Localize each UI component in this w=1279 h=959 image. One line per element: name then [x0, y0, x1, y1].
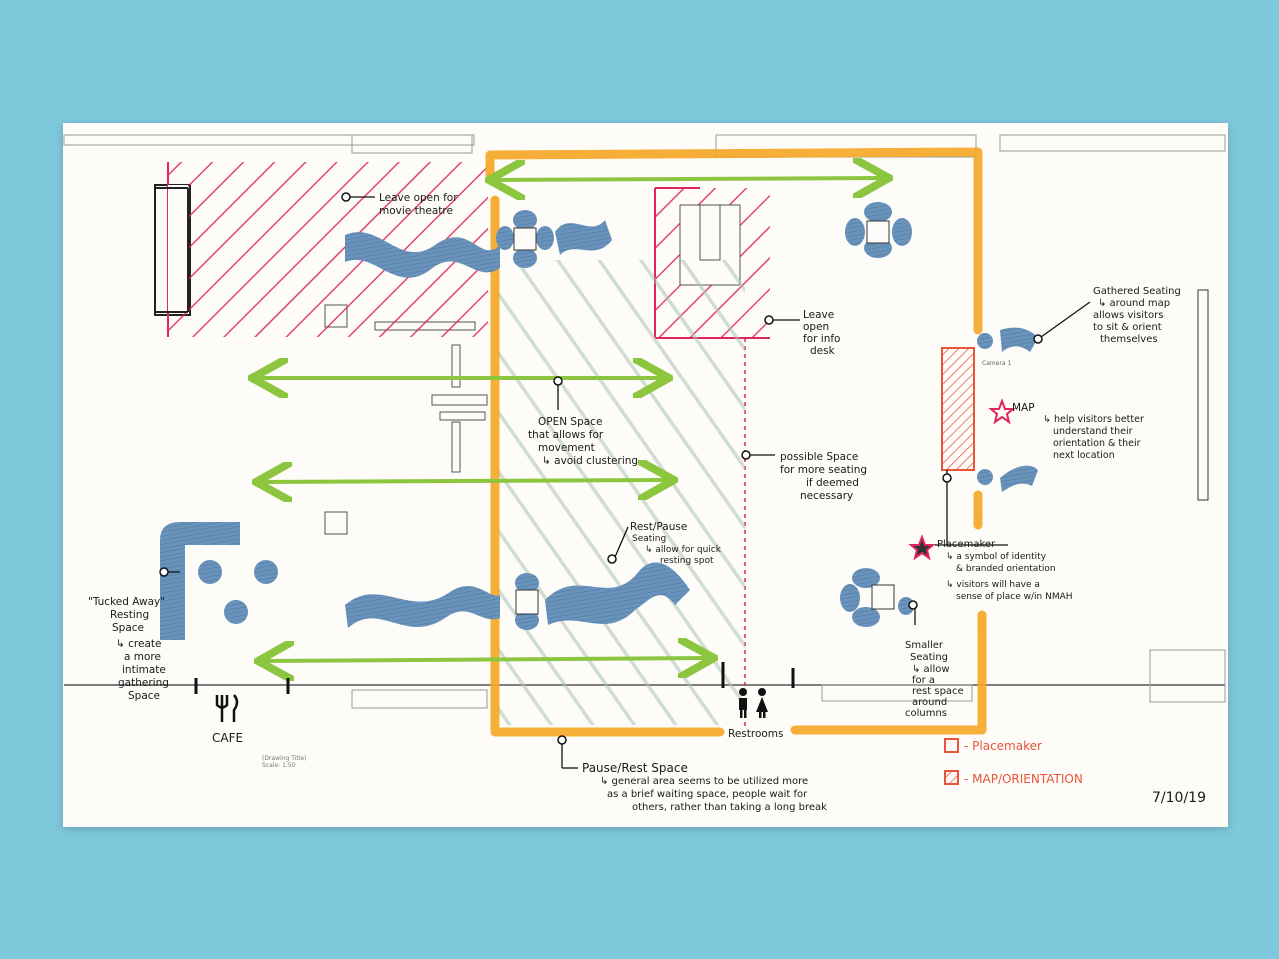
label-pause-rest-desc: ↳ general area seems to be utilized more…	[600, 776, 827, 813]
label-cafe: CAFE	[212, 731, 243, 745]
legend-placemaker-label: - Placemaker	[964, 739, 1042, 753]
label-restrooms: Restrooms	[728, 728, 784, 740]
annotation-dots	[159, 192, 1043, 745]
posts	[194, 662, 795, 694]
label-placemaker-desc: ↳ a symbol of identity& branded orientat…	[946, 552, 1073, 602]
annotation-leaders	[160, 196, 1091, 769]
label-placemaker: Placemaker	[937, 539, 996, 550]
placemaker-star-icon	[908, 534, 936, 561]
map-star-icon	[988, 398, 1016, 425]
open-space-zone	[497, 260, 745, 725]
legend-map-swatch	[944, 770, 959, 785]
seating-elements	[160, 202, 1038, 640]
legend-placemaker-swatch	[944, 738, 959, 753]
map-panel	[941, 347, 975, 471]
label-map: MAP	[1012, 402, 1035, 414]
label-pause-rest: Pause/Rest Space	[582, 761, 688, 775]
restroom-icon	[739, 688, 768, 718]
cafe-icon	[215, 694, 239, 722]
legend-map-label: - MAP/ORIENTATION	[964, 772, 1083, 786]
circulation-arrows	[256, 178, 885, 661]
label-drawing-title: (Drawing Title)Scale: 1:50	[262, 755, 306, 769]
label-camera: Camera 1	[982, 360, 1011, 367]
movie-theatre-zone	[155, 162, 488, 337]
date-label: 7/10/19	[1152, 790, 1206, 806]
